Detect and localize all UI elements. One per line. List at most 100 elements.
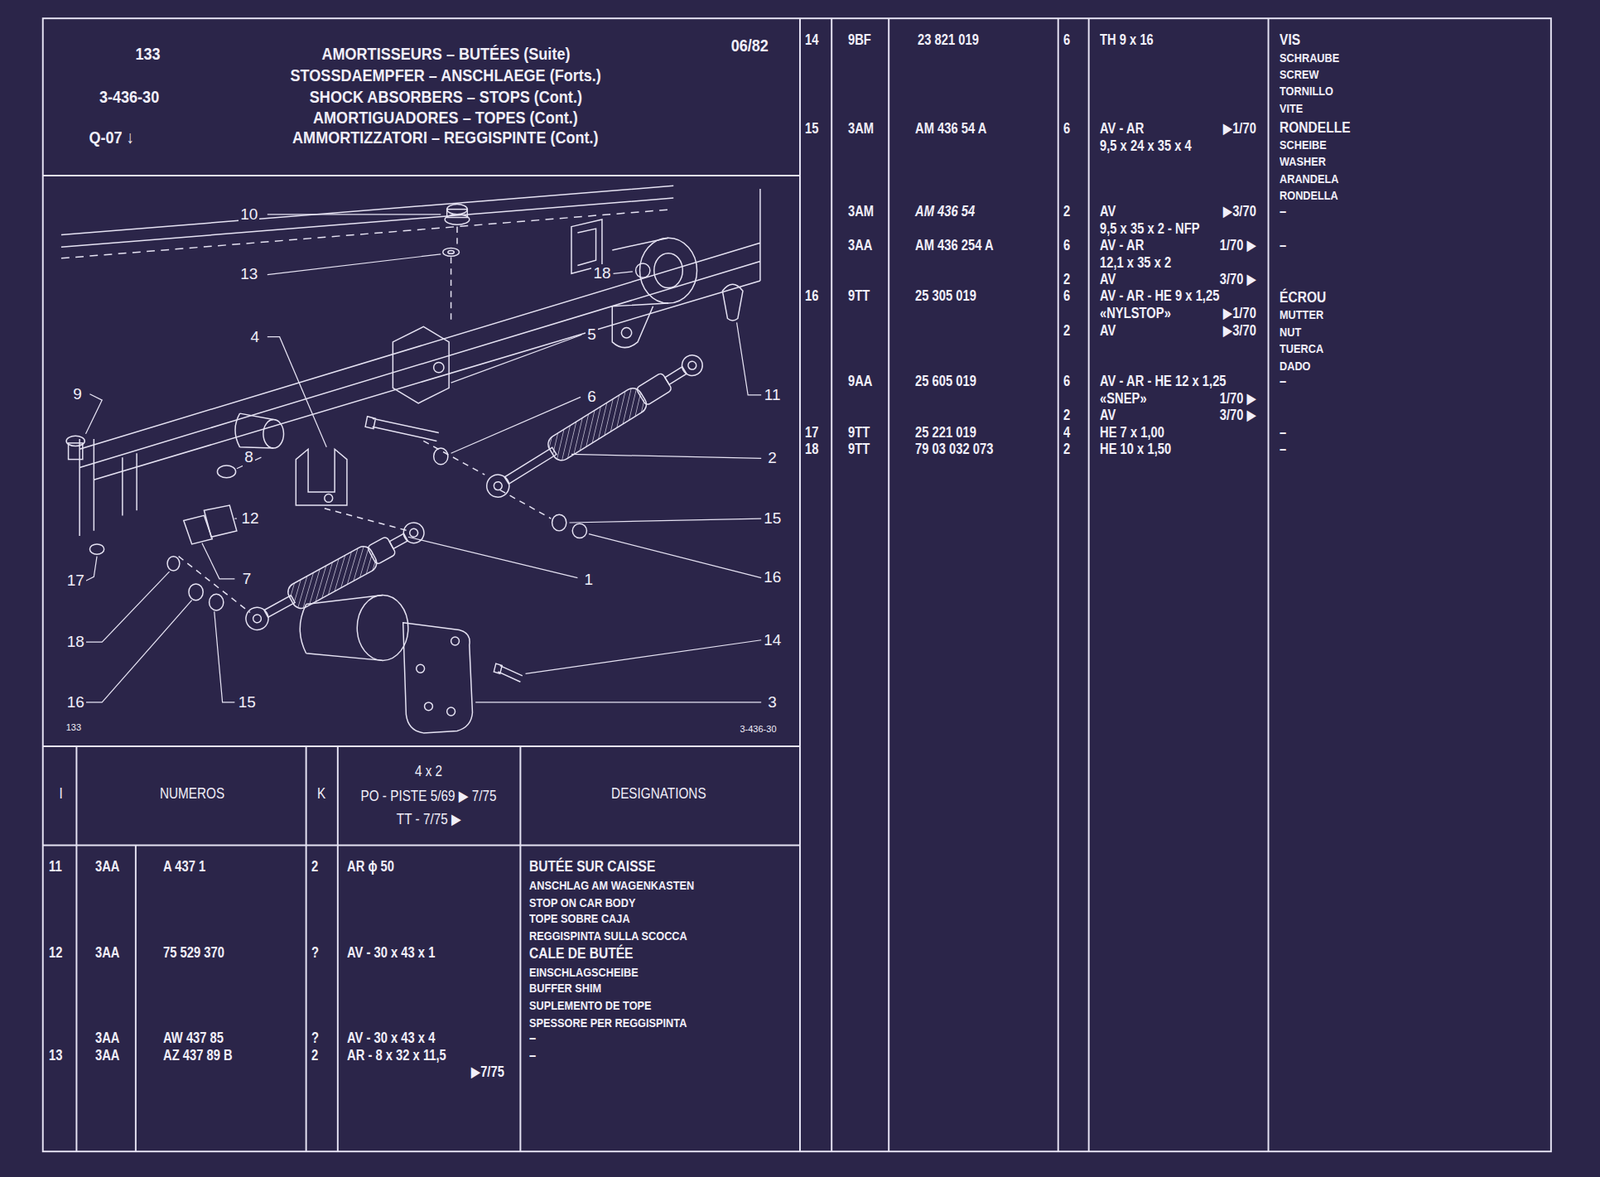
table-cell: 3AA (95, 1046, 121, 1065)
callout-number: 2 (766, 448, 779, 468)
drawing-line (612, 306, 653, 348)
drawing-line (203, 505, 237, 537)
table-cell: AV - AR (1099, 236, 1144, 255)
table-cell: AV (1099, 406, 1116, 425)
callout-number: 15 (236, 693, 258, 712)
table-cell: AW 437 85 (163, 1029, 224, 1047)
table-cell: TOPE SOBRE CAJA (529, 910, 631, 926)
drawing-line (686, 359, 699, 372)
table-cell: – (1279, 424, 1287, 442)
table-cell: 3AA (848, 236, 873, 255)
drawing-line (68, 443, 83, 460)
callout-number: 17 (65, 571, 87, 590)
drawing-line (447, 707, 456, 716)
table-cell: 17 (804, 424, 819, 442)
callout-number: 5 (585, 325, 598, 344)
table-cell: HE 7 x 1,00 (1099, 424, 1165, 442)
table-cell: 2 (311, 1046, 319, 1065)
table-cell: 15 (804, 120, 819, 138)
table-cell: 18 (804, 440, 819, 458)
drawing-line (337, 746, 339, 1152)
table-cell: 12,1 x 35 x 2 (1099, 254, 1172, 272)
column-header: DESIGNATIONS (612, 785, 707, 803)
drawing-line (408, 527, 420, 539)
column-header: TT - 7/75 ▶ (395, 810, 461, 829)
table-cell: 3AM (848, 120, 874, 138)
table-cell: TORNILLO (1279, 83, 1334, 98)
table-cell: 9TT (848, 440, 870, 458)
table-cell: 2 (1063, 440, 1070, 458)
drawing-line (75, 746, 78, 1152)
table-cell: ? (311, 944, 319, 962)
table-cell: ARANDELA (1279, 171, 1340, 186)
drawing-line (216, 465, 236, 478)
drawing-line (86, 394, 103, 434)
drawing-line (89, 544, 104, 555)
table-cell: AZ 437 89 B (163, 1046, 233, 1065)
table-cell: RONDELLE (1279, 118, 1351, 137)
table-cell: 75 529 370 (163, 944, 225, 962)
drawing-line (188, 583, 203, 601)
table-cell: 16 (804, 287, 819, 305)
table-cell: 3/70 ▶ (1219, 270, 1256, 289)
table-cell: 6 (1063, 372, 1070, 391)
drawing-line (722, 284, 743, 321)
table-cell: RONDELLA (1279, 187, 1339, 203)
table-cell: 25 305 019 (915, 287, 977, 305)
table-cell: A 437 1 (163, 857, 206, 876)
column-header: K (317, 785, 326, 803)
drawing-line (493, 663, 523, 682)
drawing-line (43, 18, 1552, 1152)
drawing-line (444, 214, 470, 225)
table-cell: 13 (48, 1046, 63, 1065)
drawing-line (392, 326, 449, 403)
table-cell: «SNEP» (1099, 390, 1147, 408)
table-cell: ÉCROU (1279, 288, 1326, 307)
drawing-line (569, 518, 762, 523)
table-cell: AV - AR - HE 12 x 1,25 (1099, 372, 1227, 391)
drawing-line (86, 571, 170, 642)
table-cell: 9,5 x 24 x 35 x 4 (1099, 137, 1192, 155)
drawing-line (79, 188, 761, 480)
drawing-line (799, 18, 801, 1152)
table-cell: AV - 30 x 43 x 4 (346, 1029, 435, 1047)
drawing-line (1057, 18, 1060, 1152)
callout-number: 3 (766, 693, 779, 712)
table-cell: AM 436 54 A (915, 120, 987, 138)
drawing-line (451, 334, 583, 383)
callout-number: 6 (585, 387, 598, 406)
drawing-line (433, 362, 444, 373)
table-cell: AV (1099, 322, 1116, 340)
table-cell: AV (1099, 270, 1116, 289)
drawing-line (86, 556, 98, 582)
callout-number: 10 (238, 205, 260, 224)
leader-lines (86, 214, 762, 703)
table-cell: 6 (1063, 120, 1070, 138)
table-cell: 6 (1063, 31, 1070, 49)
drawing-line (636, 372, 673, 406)
table-cell: – (529, 1046, 536, 1065)
table-cell: 2 (311, 857, 319, 876)
header-text: 133 (135, 43, 161, 64)
table-cell: AR ϕ 50 (346, 857, 395, 876)
table-cell: 14 (804, 31, 819, 49)
table-cell: VIS (1279, 30, 1301, 49)
header-text: 06/82 (731, 35, 769, 56)
callout-number: 7 (240, 569, 254, 588)
drawing-line (43, 843, 800, 846)
table-cell: ▶1/70 (1223, 304, 1257, 323)
table-cell: 9BF (848, 31, 872, 49)
table-cell: TUERCA (1279, 341, 1324, 356)
drawing-line (267, 213, 441, 215)
callout-number: 16 (761, 568, 783, 587)
table-cell: – (1279, 236, 1287, 255)
table-cell: 2 (1063, 270, 1070, 289)
table-cell: ANSCHLAG AM WAGENKASTEN (529, 877, 694, 892)
table-cell: MUTTER (1279, 307, 1324, 322)
table-cell: 9AA (848, 372, 873, 391)
header-text: AMORTIGUADORES – TOPES (Cont.) (313, 107, 579, 128)
drawing-line (403, 622, 473, 733)
drawing-line (43, 745, 800, 747)
callout-number: 11 (762, 385, 783, 405)
drawing-line (475, 701, 762, 703)
